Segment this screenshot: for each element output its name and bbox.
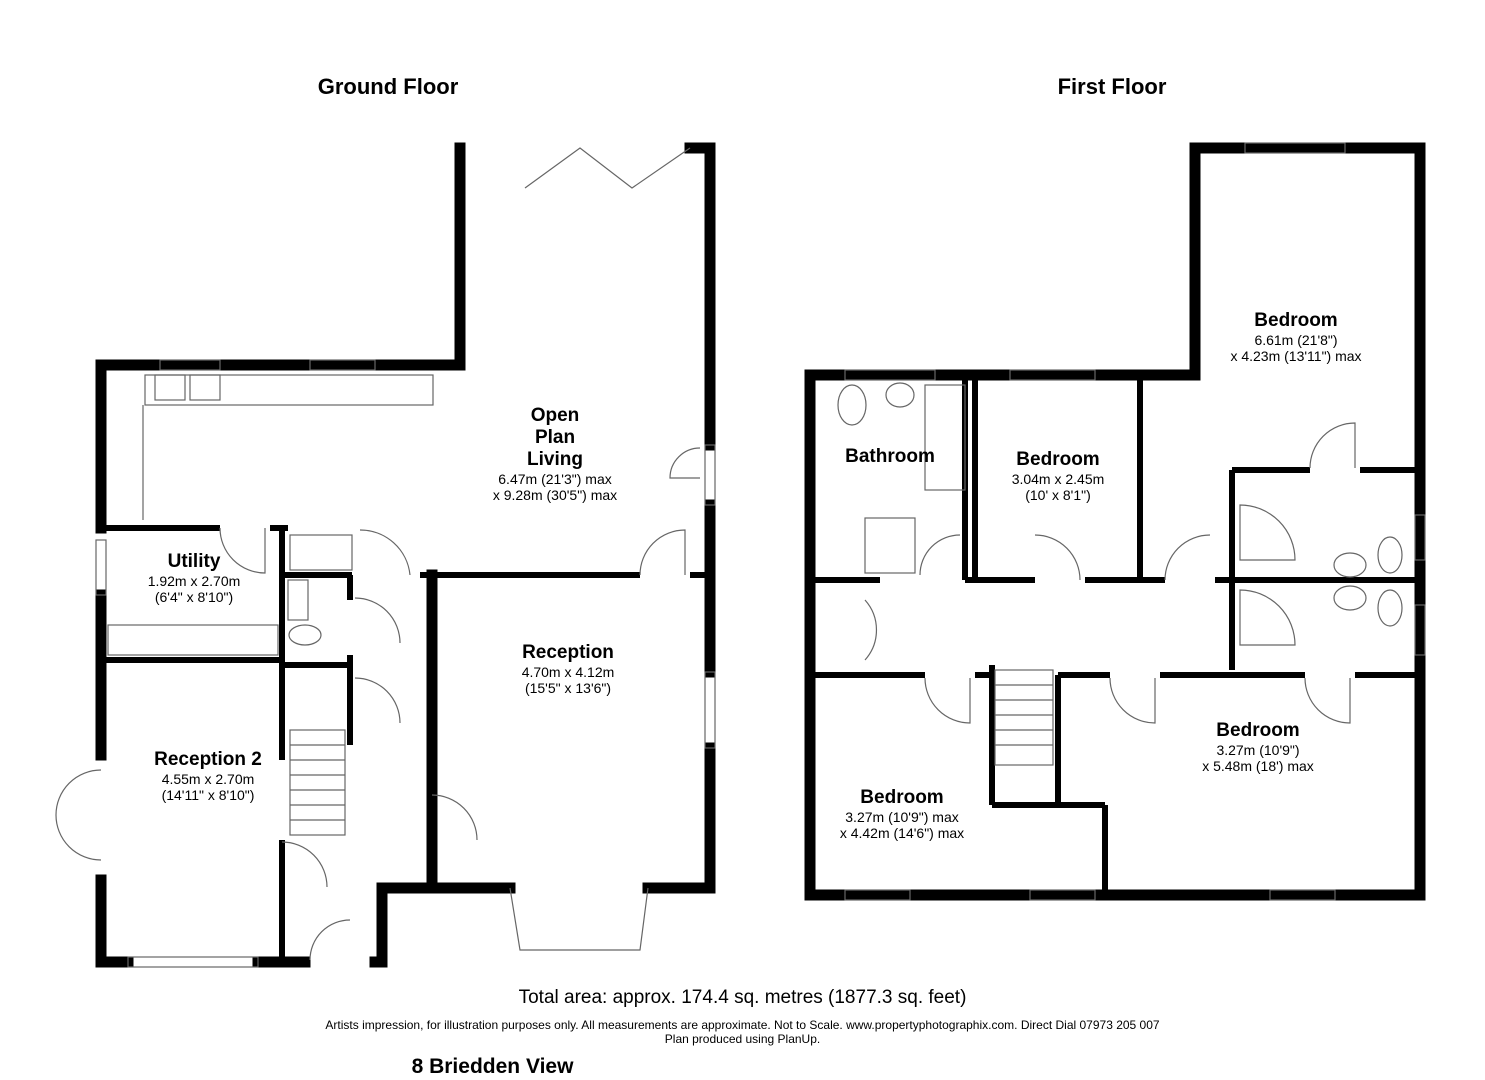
ground-floor-walls — [95, 142, 716, 968]
room-dimension: 4.70m x 4.12m — [521, 663, 615, 680]
first-floor-walls — [804, 142, 1426, 901]
total-area: Total area: approx. 174.4 sq. metres (18… — [518, 987, 967, 1008]
room-name: Bathroom — [845, 446, 935, 467]
room-name: Bedroom — [1216, 720, 1300, 741]
room-dimension: (14'11" x 8'10") — [161, 786, 255, 803]
room-name: Reception — [522, 642, 614, 663]
room-dimension: 1.92m x 2.70m — [147, 572, 241, 589]
room-dimension: x 4.42m (14'6") max — [839, 824, 965, 841]
room-dimension: 3.04m x 2.45m — [1011, 470, 1105, 487]
disclaimer: Artists impression, for illustration pur… — [325, 1018, 1160, 1032]
room-name: Bedroom — [1254, 310, 1338, 331]
produced-by: Plan produced using PlanUp. — [664, 1032, 821, 1046]
room-dimension: (10' x 8'1") — [1025, 486, 1091, 503]
room-name-line: Plan — [534, 426, 576, 448]
room-reception: Reception 4.70m x 4.12m (15'5" x 13'6") — [488, 642, 648, 696]
room-dimension: x 5.48m (18') max — [1202, 757, 1314, 774]
room-dimension: 6.61m (21'8") — [1254, 331, 1338, 348]
room-dimension: (15'5" x 13'6") — [524, 679, 612, 696]
first-floor-title: First Floor — [1057, 74, 1167, 99]
room-name-line: Open — [530, 405, 580, 426]
room-dimension: 6.47m (21'3") max — [498, 470, 612, 487]
room-dimension: x 4.23m (13'11") max — [1230, 347, 1362, 364]
room-bedroom-master: Bedroom 6.61m (21'8") x 4.23m (13'11") m… — [1196, 310, 1396, 364]
property-address: 8 Briedden View — [411, 1055, 574, 1078]
first-floor-fixtures — [837, 142, 1426, 901]
room-name: Utility — [167, 551, 221, 572]
ground-floor-fixtures — [55, 147, 716, 968]
room-name: Reception 2 — [154, 749, 262, 770]
room-dimension: 3.27m (10'9") max — [845, 808, 959, 825]
ground-floor-internal-walls — [101, 525, 710, 962]
ground-floor-title: Ground Floor — [317, 74, 459, 99]
room-name: Bedroom — [860, 787, 944, 808]
room-name: Bedroom — [1016, 449, 1100, 470]
room-dimension: 3.27m (10'9") — [1216, 741, 1300, 758]
room-open-plan-living: Open Plan Living 6.47m (21'3") max x 9.2… — [455, 405, 655, 503]
room-utility: Utility 1.92m x 2.70m (6'4" x 8'10") — [114, 551, 274, 605]
room-bedroom-left: Bedroom 3.27m (10'9") max x 4.42m (14'6"… — [802, 787, 1002, 841]
room-dimension: x 9.28m (30'5") max — [492, 486, 618, 503]
room-bedroom-right: Bedroom 3.27m (10'9") x 5.48m (18') max — [1158, 720, 1358, 774]
room-dimension: 4.55m x 2.70m — [161, 770, 255, 787]
room-bathroom: Bathroom — [830, 446, 950, 468]
room-dimension: (6'4" x 8'10") — [154, 588, 234, 605]
room-bedroom-small: Bedroom 3.04m x 2.45m (10' x 8'1") — [978, 449, 1138, 503]
room-name-line: Living — [527, 448, 583, 470]
room-reception-2: Reception 2 4.55m x 2.70m (14'11" x 8'10… — [118, 749, 298, 803]
